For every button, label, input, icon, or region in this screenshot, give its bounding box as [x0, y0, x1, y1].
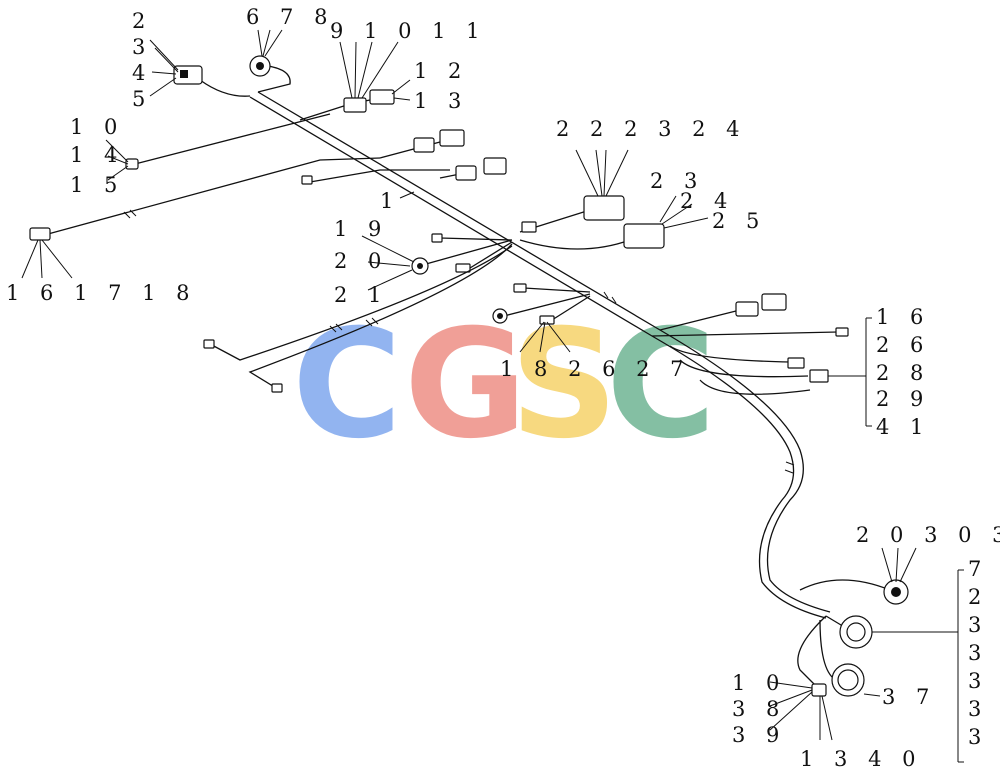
branch-hub-19-21 — [203, 233, 513, 393]
label-6-7-8: 6 7 8 — [246, 5, 334, 29]
label-38: 3 8 — [732, 697, 786, 721]
label-39: 3 9 — [732, 723, 786, 747]
label-9-10-11: 9 1 0 1 1 — [330, 19, 487, 43]
connector-6-7-8 — [249, 29, 291, 93]
connector-top-left — [149, 39, 251, 97]
connectors-lower-right — [799, 547, 964, 763]
label-41: 4 1 — [876, 415, 930, 439]
label-32: 3 2 — [968, 613, 1000, 637]
label-28: 2 8 — [876, 361, 930, 385]
label-36: 3 6 — [968, 725, 1000, 749]
label-21: 2 1 — [334, 283, 388, 307]
label-25: 2 5 — [712, 209, 766, 233]
label-26b: 2 6 — [876, 333, 930, 357]
label-12: 1 2 — [414, 59, 468, 83]
label-14: 1 4 — [70, 143, 124, 167]
watermark: C G S C — [292, 298, 716, 472]
label-3: 3 — [132, 35, 152, 59]
connectors-9-13 — [299, 41, 411, 121]
label-23: 2 3 — [650, 169, 704, 193]
part-number-labels: 2 3 4 5 6 7 8 9 1 0 1 1 1 2 1 3 1 0 1 4 … — [6, 5, 1000, 771]
label-21b: 2 1 — [968, 585, 1000, 609]
label-24: 2 4 — [680, 189, 734, 213]
watermark-letter-s: S — [510, 298, 618, 472]
label-13-40: 1 3 4 0 — [800, 747, 922, 771]
label-2: 2 — [132, 9, 152, 33]
label-15: 1 5 — [70, 173, 124, 197]
label-16-17-18: 1 6 1 7 1 8 — [6, 281, 197, 305]
label-13: 1 3 — [414, 89, 468, 113]
label-22-23-24: 2 2 2 3 2 4 — [556, 117, 747, 141]
branch-left-10-14-15 — [105, 113, 331, 181]
label-4: 4 — [132, 61, 152, 85]
label-29: 2 9 — [876, 387, 930, 411]
label-10: 1 0 — [70, 115, 124, 139]
branch-far-left-16-17-18 — [21, 157, 381, 279]
label-35: 3 5 — [968, 697, 1000, 721]
connectors-upper-center — [301, 129, 507, 199]
watermark-letter-c2: C — [606, 298, 716, 472]
watermark-letter-g: G — [404, 298, 527, 472]
label-1: 1 — [380, 189, 400, 213]
label-20-30-31: 2 0 3 0 3 1 — [856, 523, 1000, 547]
label-18-26-27: 1 8 2 6 2 7 — [500, 357, 691, 381]
label-34: 3 4 — [968, 669, 1000, 693]
label-16b: 1 6 — [876, 305, 930, 329]
label-5: 5 — [132, 87, 152, 111]
branch-mid-18-26-27 — [492, 283, 591, 353]
watermark-letter-c1: C — [292, 298, 402, 472]
connectors-22-25 — [519, 149, 709, 250]
label-7: 7 — [968, 557, 988, 581]
label-19: 1 9 — [334, 217, 388, 241]
branch-right-16-41 — [651, 293, 872, 427]
label-10b: 1 0 — [732, 671, 786, 695]
label-20: 2 0 — [334, 249, 388, 273]
label-33: 3 3 — [968, 641, 1000, 665]
label-37: 3 7 — [882, 685, 936, 709]
connector-bottom-38-40 — [769, 615, 833, 741]
